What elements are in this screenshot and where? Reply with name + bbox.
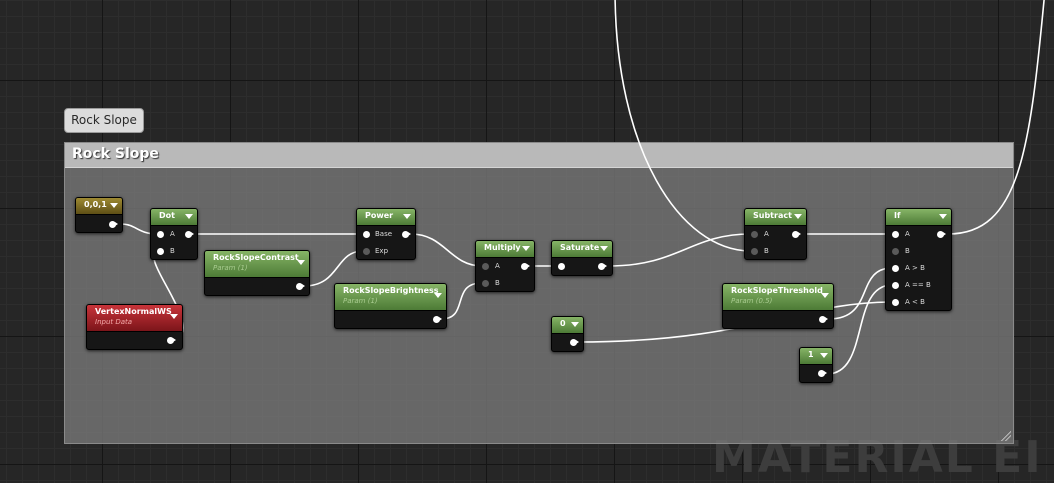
- collapse-arrow-icon[interactable]: [185, 214, 193, 219]
- comment-header[interactable]: Rock Slope: [65, 143, 1013, 168]
- collapse-arrow-icon[interactable]: [170, 314, 178, 319]
- input-pin-a[interactable]: [482, 263, 489, 270]
- output-pin[interactable]: [818, 370, 827, 377]
- output-pin[interactable]: [792, 231, 801, 238]
- output-pin[interactable]: [598, 263, 607, 270]
- input-pin-a[interactable]: [892, 231, 899, 238]
- pin-label: A == B: [905, 281, 931, 289]
- comment-title: Rock Slope: [72, 146, 159, 162]
- wire-threshold-to-if-greater: [828, 267, 893, 320]
- node-title: Multiply: [484, 243, 521, 252]
- wire-if-output: [947, 0, 1045, 235]
- output-pin[interactable]: [433, 316, 442, 323]
- comment-bubble[interactable]: Rock Slope: [64, 108, 144, 133]
- collapse-arrow-icon[interactable]: [403, 214, 411, 219]
- input-pin[interactable]: [558, 263, 565, 270]
- pin-label: B: [905, 247, 910, 255]
- node-subtitle: Param (1): [343, 297, 378, 305]
- output-pin[interactable]: [402, 231, 411, 238]
- wire-one-to-if-equal: [826, 284, 893, 375]
- node-title: Power: [365, 211, 394, 220]
- output-pin[interactable]: [819, 316, 828, 323]
- pin-label: A: [905, 230, 910, 238]
- input-pin-b[interactable]: [157, 248, 164, 255]
- node-power[interactable]: Power Base Exp: [356, 208, 416, 260]
- node-subtract[interactable]: Subtract A B: [744, 208, 807, 260]
- resize-handle[interactable]: [1001, 431, 1011, 441]
- output-pin[interactable]: [185, 231, 194, 238]
- collapse-arrow-icon[interactable]: [522, 246, 530, 251]
- collapse-arrow-icon[interactable]: [434, 293, 442, 298]
- output-pin[interactable]: [521, 263, 530, 270]
- node-title: Dot: [159, 211, 175, 220]
- node-subtitle: Input Data: [95, 318, 133, 326]
- node-if[interactable]: If A B A > B A == B A < B: [885, 208, 952, 311]
- pin-label: B: [764, 247, 769, 255]
- input-pin-exp[interactable]: [363, 248, 370, 255]
- pin-label: Exp: [375, 247, 389, 255]
- collapse-arrow-icon[interactable]: [600, 246, 608, 251]
- input-pin-a-greater-b[interactable]: [892, 265, 899, 272]
- wire-brightness-to-multiply-b: [440, 282, 483, 320]
- pin-label: Base: [375, 230, 393, 238]
- input-pin-a-equals-b[interactable]: [892, 282, 899, 289]
- node-title: 0,0,1: [84, 200, 107, 209]
- node-title: Saturate: [560, 243, 600, 252]
- pin-label: B: [495, 279, 500, 287]
- node-title: If: [894, 211, 901, 220]
- input-pin-b[interactable]: [751, 248, 758, 255]
- node-constant-one[interactable]: 1: [799, 347, 833, 383]
- input-pin-a[interactable]: [157, 231, 164, 238]
- output-pin[interactable]: [109, 221, 118, 228]
- collapse-arrow-icon[interactable]: [820, 353, 828, 358]
- pin-label: B: [170, 247, 175, 255]
- input-pin-a[interactable]: [751, 231, 758, 238]
- output-pin[interactable]: [937, 231, 946, 238]
- pin-label: A: [764, 230, 769, 238]
- node-title: 0: [560, 319, 566, 328]
- input-pin-b[interactable]: [892, 248, 899, 255]
- output-pin[interactable]: [296, 283, 305, 290]
- wire-saturate-to-subtract-a: [607, 233, 752, 267]
- node-title: RockSlopeContrast: [213, 253, 299, 262]
- node-title: VertexNormalWS: [95, 307, 172, 316]
- collapse-arrow-icon[interactable]: [821, 293, 829, 298]
- input-pin-b[interactable]: [482, 280, 489, 287]
- pin-label: A: [495, 262, 500, 270]
- output-pin[interactable]: [167, 337, 176, 344]
- output-pin[interactable]: [570, 339, 579, 346]
- node-subtitle: Param (1): [213, 264, 248, 272]
- node-multiply[interactable]: Multiply A B: [475, 240, 535, 292]
- pin-label: A < B: [905, 298, 925, 306]
- node-subtitle: Param (0.5): [731, 297, 773, 305]
- wire-top-to-subtract-b: [614, 0, 752, 252]
- node-constant-zero[interactable]: 0: [551, 316, 584, 352]
- pin-label: A > B: [905, 264, 925, 272]
- collapse-arrow-icon[interactable]: [297, 260, 305, 265]
- node-title: RockSlopeThreshold: [731, 286, 823, 295]
- collapse-arrow-icon[interactable]: [939, 214, 947, 219]
- node-title: RockSlopeBrightness: [343, 286, 439, 295]
- collapse-arrow-icon[interactable]: [110, 203, 118, 208]
- node-title: Subtract: [753, 211, 792, 220]
- node-title: 1: [808, 350, 814, 359]
- node-dot[interactable]: Dot A B: [150, 208, 198, 260]
- comment-box[interactable]: Rock Slope: [64, 142, 1014, 444]
- node-saturate[interactable]: Saturate: [551, 240, 613, 276]
- wire-contrast-to-power-exp: [303, 250, 364, 287]
- collapse-arrow-icon[interactable]: [571, 322, 579, 327]
- pin-label: A: [170, 230, 175, 238]
- input-pin-base[interactable]: [363, 231, 370, 238]
- node-constant-vector[interactable]: 0,0,1: [75, 197, 123, 233]
- collapse-arrow-icon[interactable]: [794, 214, 802, 219]
- wire-power-to-multiply-a: [410, 233, 483, 267]
- node-vertex-normal-ws[interactable]: VertexNormalWS Input Data: [86, 304, 183, 350]
- input-pin-a-less-b[interactable]: [892, 299, 899, 306]
